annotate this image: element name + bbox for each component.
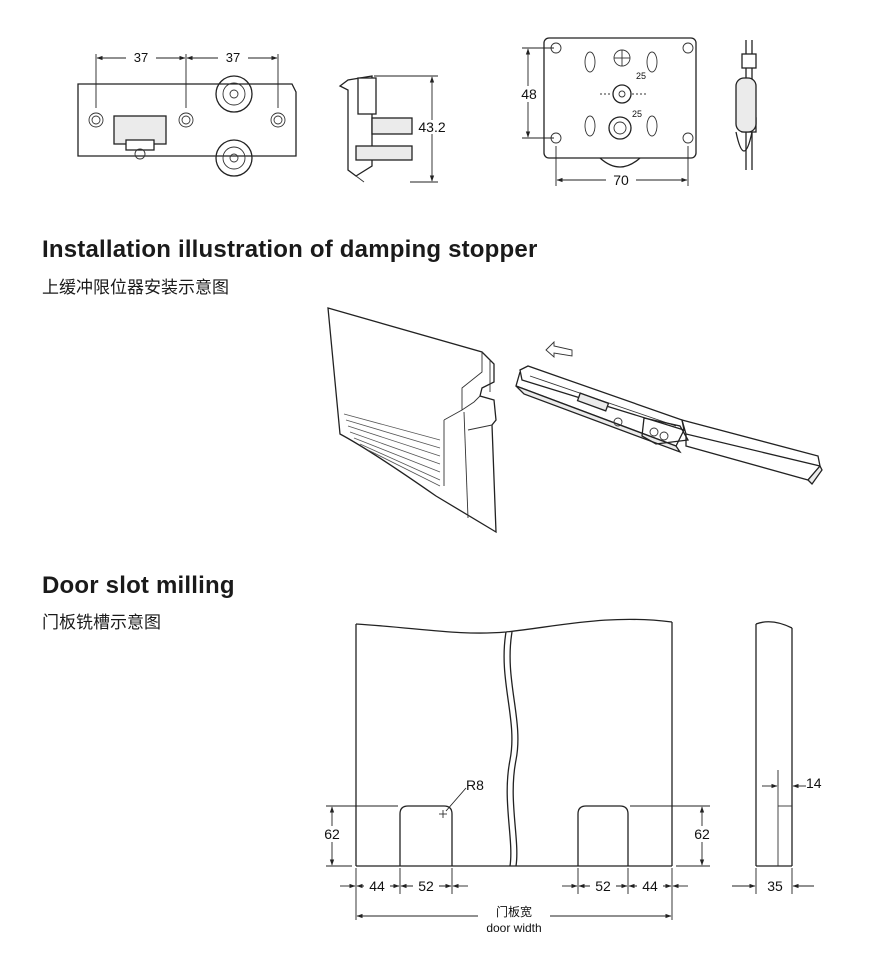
dim-left-edge-offset: 44 xyxy=(369,878,385,894)
dim-bracket-width: 70 xyxy=(613,172,629,188)
insertion-arrow-icon xyxy=(545,340,573,358)
dim-side-groove-width: 14 xyxy=(806,775,822,791)
dim-left-slot-width: 52 xyxy=(418,878,434,894)
dim-side-thickness: 35 xyxy=(767,878,783,894)
mounting-plate-front-view: 37 37 xyxy=(77,49,297,177)
bracket-side-view xyxy=(735,40,757,170)
stopper-side-view: 43.2 xyxy=(338,75,449,183)
damping-stopper-illustration xyxy=(515,365,823,486)
dim-slot-depth-right: 62 xyxy=(694,826,710,842)
installation-subtitle: 上缓冲限位器安装示意图 xyxy=(42,278,229,298)
door-width-label-cn: 门板宽 xyxy=(496,904,532,919)
dim-plate-spacing-left: 37 xyxy=(134,50,148,65)
slot-label-top: 25 xyxy=(636,71,646,81)
dim-bracket-height: 48 xyxy=(521,86,537,102)
slot-label-bottom: 25 xyxy=(632,109,642,119)
door-slot-milling-drawing: R8 62 62 44 52 52 44 门板宽 xyxy=(321,618,713,938)
dim-side-height: 43.2 xyxy=(418,119,445,135)
installation-title: Installation illustration of damping sto… xyxy=(42,236,538,263)
door-panel-grooves xyxy=(343,413,441,487)
milling-subtitle: 门板铣槽示意图 xyxy=(42,613,161,633)
bracket-plate-view: 25 25 48 70 xyxy=(519,37,697,188)
radius-label: R8 xyxy=(466,777,484,793)
dim-right-slot-width: 52 xyxy=(595,878,611,894)
dim-plate-spacing-right: 37 xyxy=(226,50,240,65)
door-width-label-en: door width xyxy=(486,921,541,935)
door-panel-illustration xyxy=(327,307,497,534)
dim-right-edge-offset: 44 xyxy=(642,878,658,894)
milling-title: Door slot milling xyxy=(42,572,235,599)
door-side-profile: 14 35 xyxy=(732,621,822,894)
dim-slot-depth-left: 62 xyxy=(324,826,340,842)
